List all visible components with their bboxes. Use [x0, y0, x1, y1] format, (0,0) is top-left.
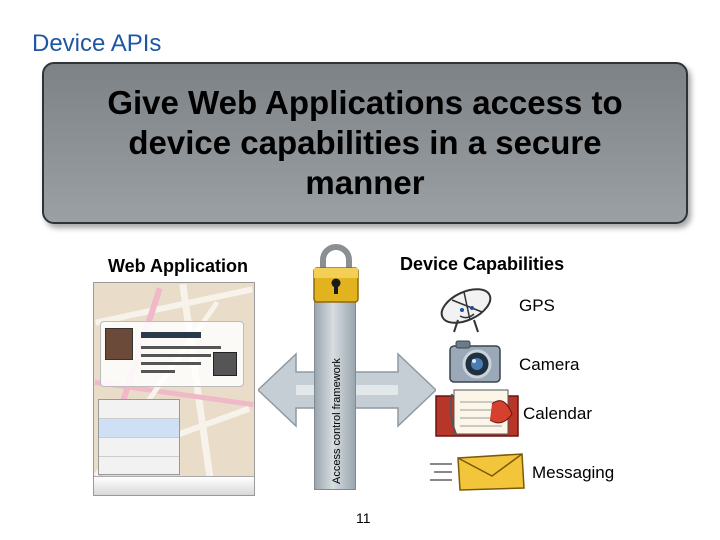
framework-bar [314, 298, 356, 490]
banner-box: Give Web Applications access to device c… [42, 62, 688, 224]
calendar-label: Calendar [523, 404, 592, 423]
web-application-label: Web Application [108, 256, 249, 276]
gps-label: GPS [519, 296, 555, 315]
context-menu [98, 399, 180, 475]
calendar-icon [435, 389, 519, 437]
page-number: 11 [356, 510, 371, 526]
contact-card [100, 321, 244, 387]
envelope-icon [430, 453, 525, 491]
banner-text: Give Web Applications access to device c… [107, 84, 623, 201]
device-capabilities-label: Device Capabilities [400, 254, 565, 274]
framework-label: Access control framework [331, 358, 343, 484]
phone-softkey-bar [94, 476, 254, 495]
satellite-dish-icon [440, 288, 492, 333]
camera-label: Camera [519, 355, 580, 374]
messaging-label: Messaging [532, 463, 615, 482]
slide-title: Device APIs [32, 30, 162, 57]
camera-icon [449, 340, 501, 383]
phone-screenshot [93, 282, 255, 496]
contact-avatar [105, 328, 133, 360]
padlock-icon [313, 244, 359, 303]
